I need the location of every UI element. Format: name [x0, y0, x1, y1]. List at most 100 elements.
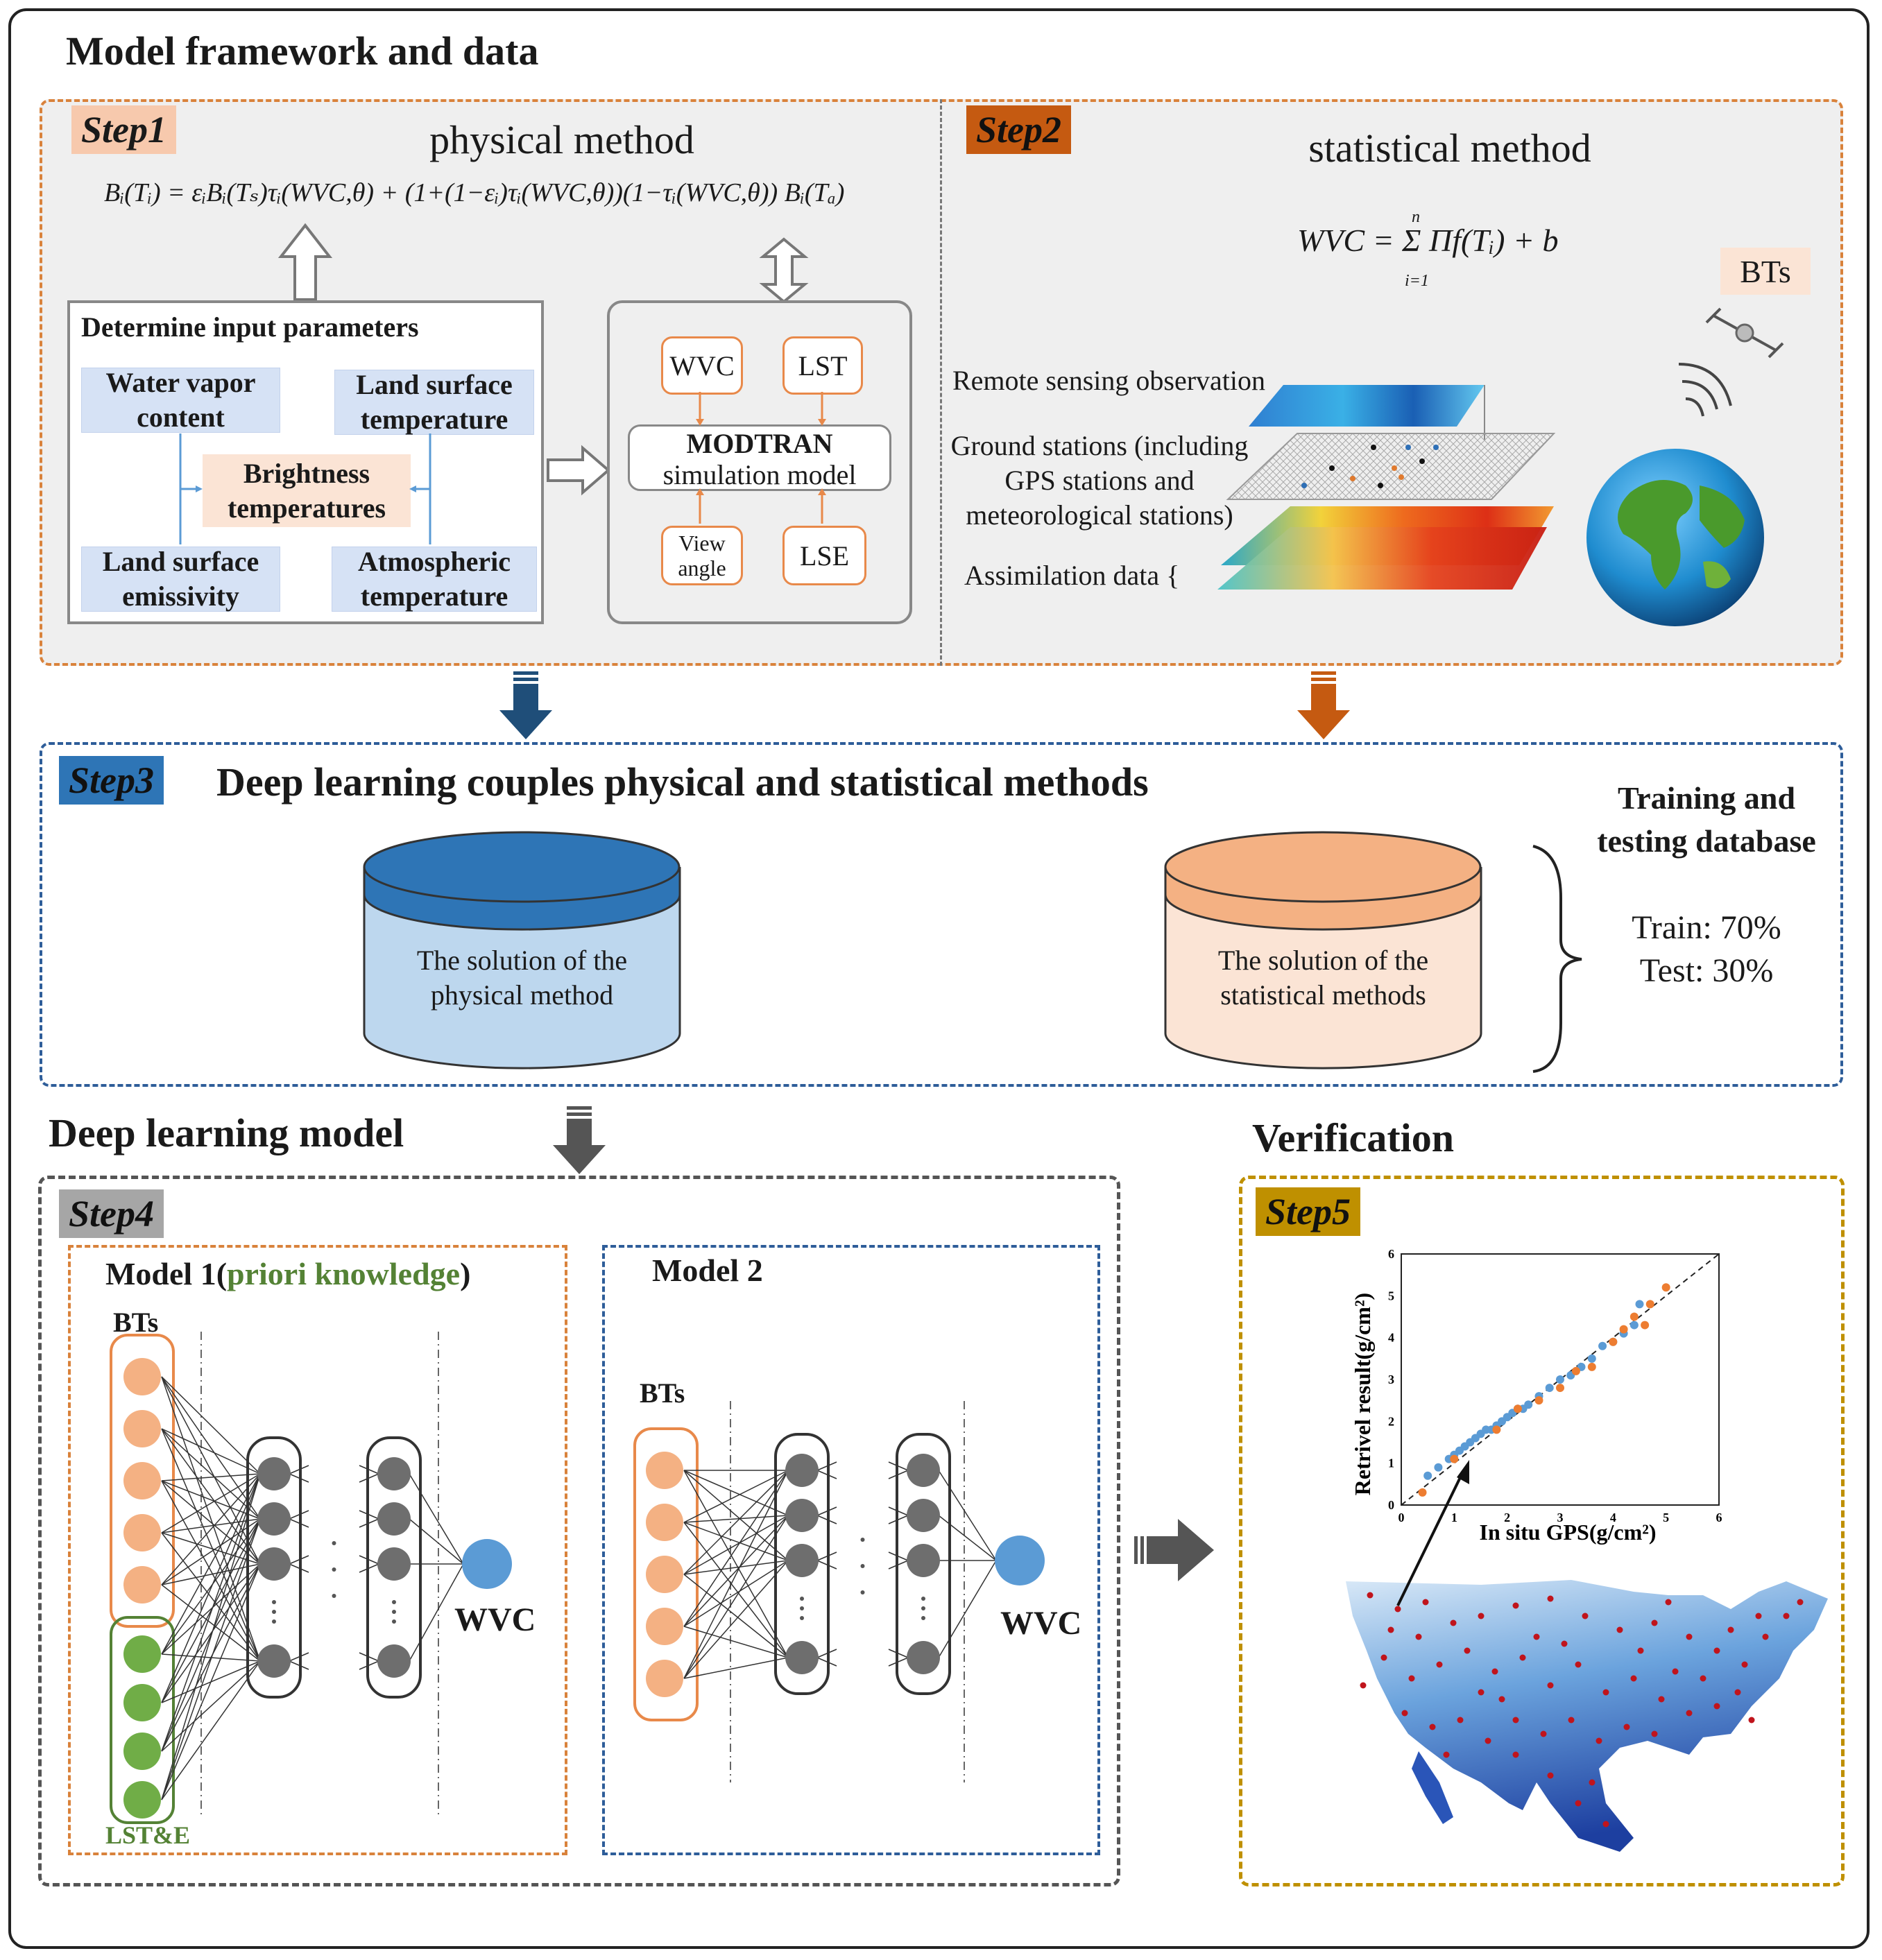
scatter-point: [1434, 1463, 1443, 1472]
station-dot: [1734, 1689, 1741, 1696]
model1-prefix: Model 1(: [105, 1256, 228, 1291]
ellipsis-dot: [392, 1619, 396, 1624]
input-node: [123, 1410, 161, 1447]
edge: [289, 1473, 309, 1483]
bts-input-group: [110, 1334, 175, 1628]
edge: [161, 1428, 261, 1475]
station-dot: [1360, 1682, 1367, 1689]
station-dot: [1630, 1675, 1637, 1682]
blue-down-arrow-icon: [499, 671, 552, 739]
edge: [409, 1473, 464, 1565]
edge: [888, 1551, 909, 1561]
ellipsis-dot: [392, 1600, 396, 1604]
scatter-point: [1635, 1300, 1644, 1309]
step1-tag: Step1: [71, 105, 177, 154]
scatter-point: [1661, 1283, 1670, 1292]
modtran-wvc: WVC: [661, 336, 743, 395]
edge: [161, 1473, 261, 1481]
page-title: Model framework and data: [66, 28, 539, 74]
edge: [359, 1473, 379, 1483]
station-dot: [1783, 1613, 1790, 1619]
hidden-node: [377, 1644, 411, 1678]
edge: [289, 1465, 309, 1475]
edge: [161, 1480, 261, 1662]
input-node: [646, 1660, 683, 1697]
model1-suffix: ): [460, 1256, 471, 1291]
station-dot: [1651, 1619, 1658, 1626]
test-split: Test: 30%: [1639, 952, 1774, 989]
station-dot: [1596, 1737, 1602, 1744]
edge: [289, 1555, 309, 1565]
edge: [683, 1522, 789, 1658]
station-dot: [1422, 1599, 1429, 1606]
scatter-point: [1524, 1400, 1533, 1409]
step1-title: physical method: [429, 117, 694, 162]
edge: [683, 1560, 789, 1679]
station-dot: [1589, 1779, 1596, 1786]
model1-panel: [68, 1245, 567, 1855]
y-tick-label: 6: [1388, 1247, 1394, 1261]
edge: [161, 1376, 261, 1475]
globe-icon: [1586, 449, 1764, 626]
station-dot: [1547, 1595, 1554, 1602]
y-tick-label: 2: [1388, 1414, 1394, 1428]
param-land-surface-emissivity: Land surface emissivity: [81, 546, 280, 612]
edge: [938, 1470, 997, 1561]
y-tick-label: 1: [1388, 1456, 1394, 1470]
modtran-subtitle: simulation model: [662, 459, 857, 490]
scatter-point: [1619, 1325, 1628, 1334]
ellipsis-dot: [921, 1597, 925, 1601]
sum-lower-limit: i=1: [1405, 272, 1429, 290]
scatter-point: [1556, 1375, 1564, 1384]
edge: [816, 1515, 837, 1524]
station-dot: [1498, 1696, 1505, 1703]
edge: [888, 1560, 909, 1570]
assimilation-label: Assimilation data {: [964, 560, 1180, 591]
orange-down-arrow-icon: [1297, 671, 1350, 739]
station-dot: [1540, 1730, 1547, 1737]
station-dot: [1575, 1661, 1582, 1668]
model2-panel: [602, 1245, 1100, 1855]
edge: [289, 1510, 309, 1520]
modtran-name: MODTRAN: [686, 428, 833, 459]
brace-icon: [1532, 845, 1582, 1073]
station-dot: [1602, 1821, 1609, 1828]
signal-waves-icon: [1678, 363, 1732, 417]
edge: [409, 1518, 464, 1565]
ellipsis-dot: [921, 1616, 925, 1620]
station-dot: [1672, 1668, 1679, 1675]
station-dot: [1491, 1668, 1498, 1675]
ellipsis-dot: [800, 1606, 804, 1610]
satellite-icon: [1705, 307, 1784, 359]
edge: [683, 1515, 789, 1627]
scatter-point: [1587, 1354, 1596, 1363]
step-divider: [940, 99, 942, 666]
hidden-node: [257, 1547, 291, 1581]
input-node: [123, 1514, 161, 1551]
station-dot: [1637, 1647, 1644, 1654]
station-dot: [1616, 1626, 1623, 1633]
scatter-xlabel: In situ GPS(g/cm²): [1480, 1520, 1657, 1545]
y-tick-label: 0: [1388, 1498, 1394, 1512]
station-dot: [1380, 1654, 1387, 1661]
scatter-point: [1450, 1454, 1459, 1463]
deep-learning-title: Deep learning model: [49, 1110, 404, 1155]
edge: [161, 1518, 261, 1800]
station-dot: [1658, 1696, 1665, 1703]
step4-tag: Step4: [59, 1189, 164, 1238]
ellipsis-dot: [272, 1600, 276, 1604]
ellipsis-dot: [921, 1606, 925, 1610]
sum-upper-limit: n: [1412, 208, 1420, 226]
scatter-point: [1629, 1312, 1639, 1321]
station-dot: [1713, 1647, 1720, 1654]
station-dot: [1727, 1626, 1734, 1633]
station-dot: [1512, 1602, 1519, 1609]
edge: [161, 1428, 261, 1662]
model1-network: [110, 1332, 512, 1824]
scatter-chart: Retrivel result(g/cm²) In situ GPS(g/cm²…: [1350, 1247, 1722, 1545]
station-dot: [1408, 1675, 1415, 1682]
step2-title: statistical method: [1308, 126, 1591, 171]
edge: [816, 1649, 837, 1658]
x-tick-label: 2: [1504, 1511, 1510, 1524]
bts-input-group: [633, 1427, 699, 1721]
